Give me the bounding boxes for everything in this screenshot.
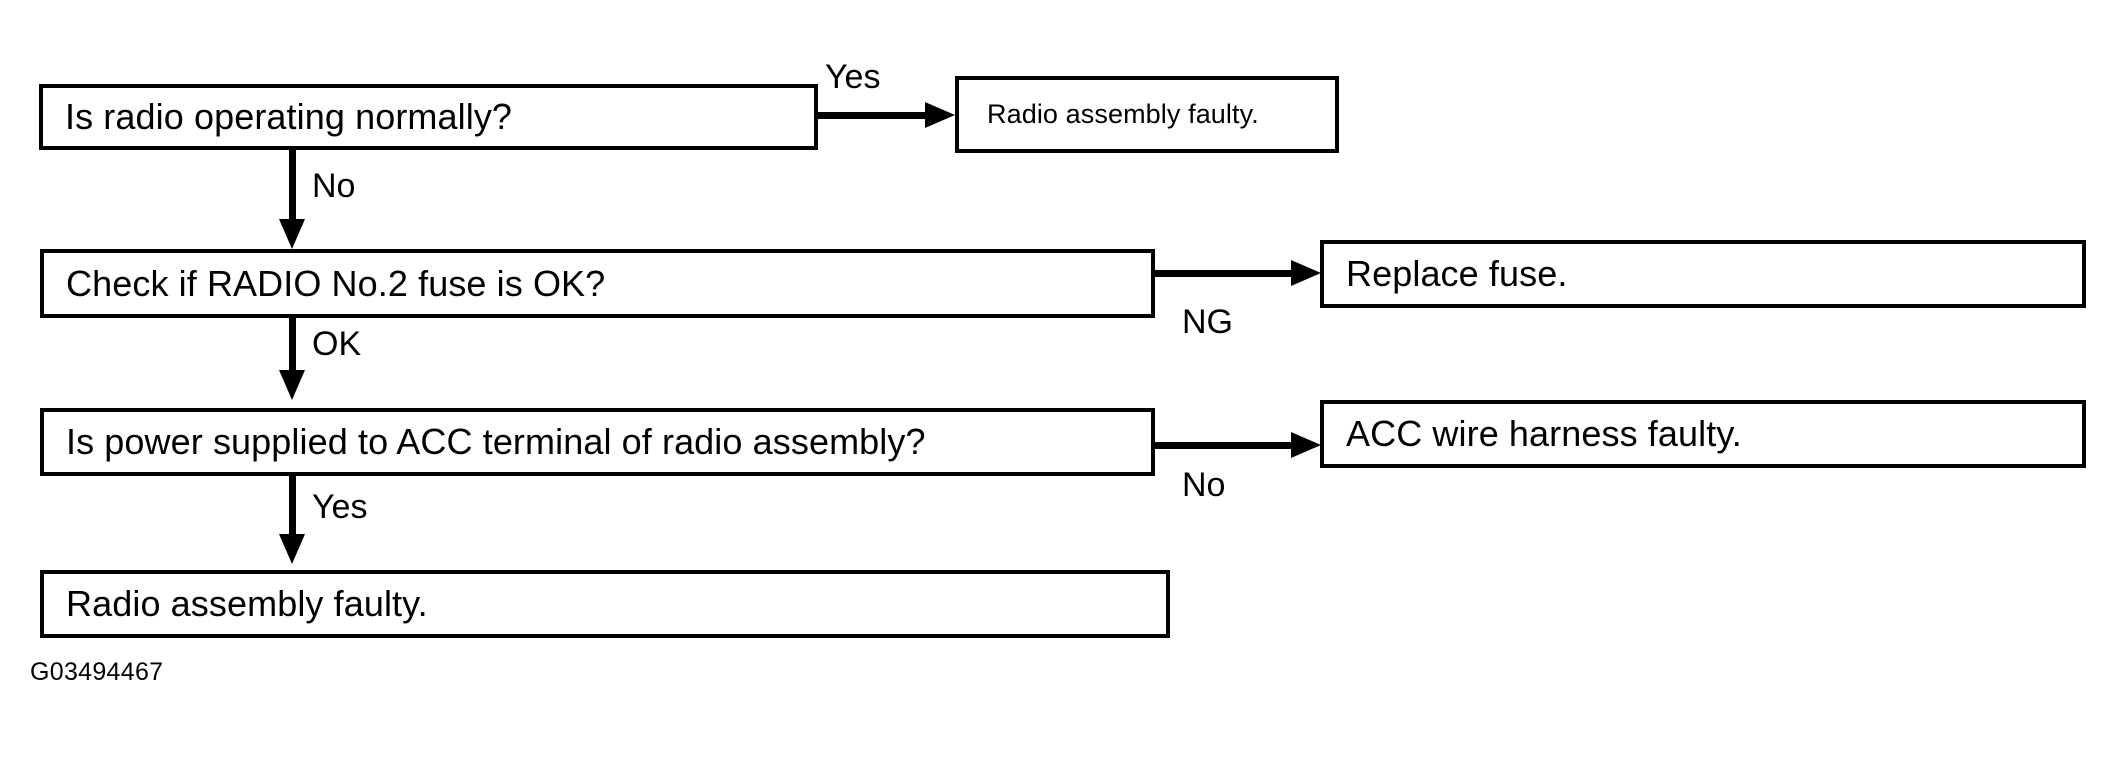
node-acc-wire-harness-faulty: ACC wire harness faulty. [1320, 400, 2086, 468]
edge-line-q3-r3 [1155, 442, 1295, 449]
edge-line-q1-q2 [289, 150, 296, 226]
edge-line-q2-r2 [1155, 270, 1295, 277]
node-is-power-supplied-acc: Is power supplied to ACC terminal of rad… [40, 408, 1155, 476]
node-replace-fuse: Replace fuse. [1320, 240, 2086, 308]
node-radio-assembly-faulty-bottom: Radio assembly faulty. [40, 570, 1170, 638]
edge-arrowhead-q1-r1 [925, 102, 955, 128]
node-check-radio-fuse: Check if RADIO No.2 fuse is OK? [40, 249, 1155, 318]
edge-arrowhead-q3-r4 [279, 534, 305, 564]
node-label: Radio assembly faulty. [66, 583, 428, 625]
edge-arrowhead-q1-q2 [279, 219, 305, 249]
node-label: Is radio operating normally? [65, 96, 513, 138]
edge-line-q3-r4 [289, 476, 296, 540]
edge-label-yes-q1: Yes [825, 58, 881, 96]
node-label: ACC wire harness faulty. [1346, 413, 1742, 455]
node-label: Replace fuse. [1346, 253, 1568, 295]
edge-label-no-q3: No [1182, 466, 1226, 504]
node-radio-assembly-faulty-top: Radio assembly faulty. [955, 76, 1339, 153]
edge-label-no-q1: No [312, 167, 356, 205]
edge-label-yes-q3: Yes [312, 488, 368, 526]
edge-arrowhead-q3-r3 [1291, 432, 1321, 458]
edge-line-q2-q3 [289, 318, 296, 376]
node-is-radio-operating-normally: Is radio operating normally? [39, 84, 818, 150]
edge-arrowhead-q2-r2 [1291, 260, 1321, 286]
edge-line-q1-r1 [818, 112, 928, 119]
node-label: Is power supplied to ACC terminal of rad… [66, 421, 926, 463]
figure-caption-code: G03494467 [30, 658, 164, 686]
edge-arrowhead-q2-q3 [279, 370, 305, 400]
node-label: Check if RADIO No.2 fuse is OK? [66, 262, 606, 304]
node-label: Radio assembly faulty. [987, 99, 1259, 130]
edge-label-ok-q2: OK [312, 325, 362, 363]
edge-label-ng-q2: NG [1182, 303, 1233, 341]
